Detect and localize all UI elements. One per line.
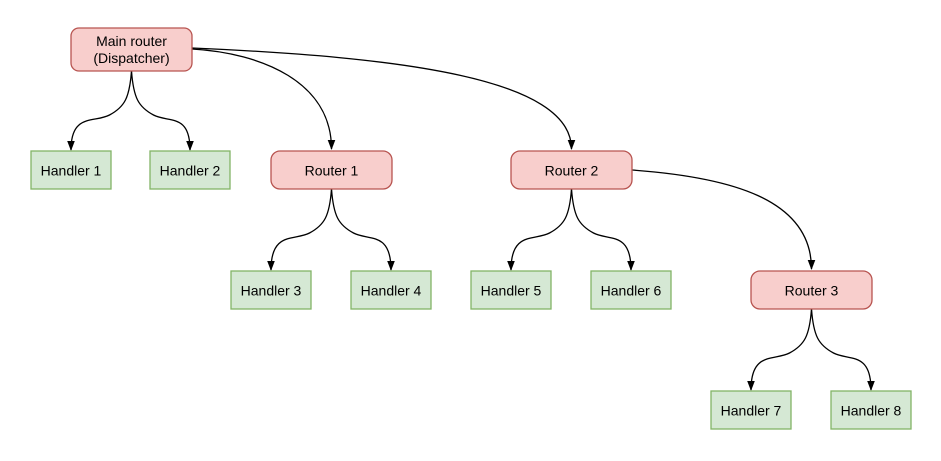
edge-router3-to-handler7 (747, 308, 813, 391)
router-3-box (750, 270, 873, 310)
edge-main-router-to-handler2 (130, 70, 194, 151)
edge-router1-to-handler3 (267, 188, 333, 271)
node-handler-5: Handler 5 (470, 270, 552, 310)
edge-router1-to-handler4 (330, 188, 395, 271)
handler-4-box (350, 270, 432, 310)
router-2-box (510, 150, 633, 190)
node-handler-8: Handler 8 (830, 390, 912, 430)
node-handler-3: Handler 3 (230, 270, 312, 310)
handler-6-box (590, 270, 672, 310)
edge-router3-to-handler8 (810, 308, 875, 391)
main-router-label-line2: (Dispatcher) (93, 50, 169, 66)
handler-4-label: Handler 4 (361, 283, 422, 299)
node-handler-1: Handler 1 (30, 150, 112, 190)
edge-router2-to-handler5 (507, 188, 573, 271)
handler-2-label: Handler 2 (160, 163, 221, 179)
handler-3-box (230, 270, 312, 310)
node-main-router: Main router (Dispatcher) (70, 27, 193, 72)
router-1-box (270, 150, 393, 190)
router-2-label: Router 2 (545, 163, 599, 179)
handler-1-label: Handler 1 (41, 163, 102, 179)
handler-2-box (149, 150, 231, 190)
edges-layer (67, 47, 875, 391)
edge-router2-to-router3 (631, 169, 816, 270)
handler-7-label: Handler 7 (721, 403, 782, 419)
handler-3-label: Handler 3 (241, 283, 302, 299)
node-router-1: Router 1 (270, 150, 393, 190)
edge-router2-to-handler6 (570, 188, 635, 271)
edge-main-router-to-router1 (191, 48, 336, 150)
node-router-2: Router 2 (510, 150, 633, 190)
node-handler-4: Handler 4 (350, 270, 432, 310)
node-handler-7: Handler 7 (710, 390, 792, 430)
main-router-box (70, 27, 193, 72)
handler-8-label: Handler 8 (841, 403, 902, 419)
nodes-layer: Main router (Dispatcher) Handler 1 Handl… (30, 27, 912, 430)
edge-main-router-to-router2 (191, 47, 576, 150)
node-router-3: Router 3 (750, 270, 873, 310)
router-1-label: Router 1 (305, 163, 359, 179)
handler-5-box (470, 270, 552, 310)
edge-main-router-to-handler1 (67, 70, 133, 151)
handler-1-box (30, 150, 112, 190)
handler-7-box (710, 390, 792, 430)
handler-8-box (830, 390, 912, 430)
router-3-label: Router 3 (785, 283, 839, 299)
handler-6-label: Handler 6 (601, 283, 662, 299)
main-router-label-line1: Main router (96, 33, 167, 49)
node-handler-2: Handler 2 (149, 150, 231, 190)
node-handler-6: Handler 6 (590, 270, 672, 310)
handler-5-label: Handler 5 (481, 283, 542, 299)
